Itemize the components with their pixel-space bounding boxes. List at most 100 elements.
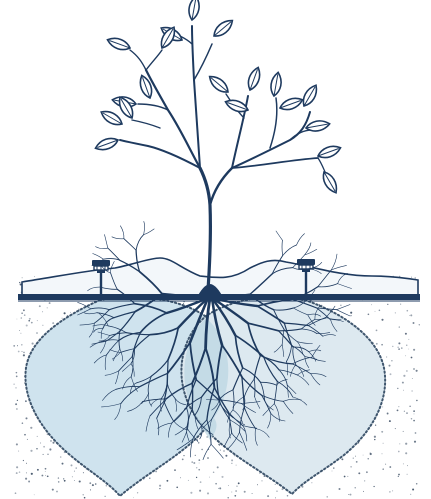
soil-dot	[21, 313, 22, 314]
soil-dot	[176, 486, 178, 488]
leaf-cluster	[94, 0, 342, 195]
soil-dot	[49, 448, 51, 450]
soil-dot	[397, 409, 399, 411]
soil-dot	[398, 406, 399, 407]
soil-dot	[370, 453, 372, 455]
soil-dot	[375, 425, 376, 426]
soil-dot	[25, 417, 27, 419]
leaf	[224, 97, 250, 114]
soil-dot	[31, 322, 33, 324]
soil-dot	[190, 492, 192, 494]
soil-dot	[392, 490, 393, 491]
soil-dot	[381, 319, 383, 321]
soil-dot	[42, 311, 43, 312]
soil-dot	[236, 465, 237, 466]
soil-dot	[410, 314, 412, 316]
soil-dot	[90, 489, 91, 490]
soil-dot	[340, 305, 341, 306]
soil-dot	[16, 443, 18, 445]
leaf	[206, 73, 231, 96]
leaf	[137, 74, 154, 100]
soil-dot	[311, 482, 312, 483]
soil-dot	[26, 472, 27, 473]
root-branch	[93, 254, 104, 260]
soil-dot	[43, 446, 45, 448]
soil-dot	[61, 318, 62, 319]
soil-dot	[404, 411, 405, 412]
soil-dot	[16, 319, 17, 320]
soil-dot	[389, 365, 391, 367]
soil-dot	[199, 490, 201, 492]
soil-dot	[387, 413, 389, 415]
root-branch	[337, 305, 351, 310]
soil-dot	[363, 455, 364, 456]
leaf	[300, 83, 320, 109]
soil-dot	[398, 451, 400, 453]
soil-dot	[21, 317, 23, 319]
leaf	[187, 0, 201, 21]
soil-dot	[234, 495, 236, 497]
soil-dot	[207, 436, 208, 437]
soil-dot	[41, 475, 43, 477]
root-branch	[282, 240, 283, 255]
soil-dot	[403, 463, 404, 464]
soil-dot	[20, 333, 21, 334]
soil-dot	[16, 472, 18, 474]
soil-dot	[217, 466, 219, 468]
soil-dot	[95, 483, 97, 485]
soil-dot	[406, 345, 407, 346]
soil-dot	[398, 347, 399, 348]
soil-dot	[411, 390, 412, 391]
root-branch	[112, 237, 124, 239]
soil-dot	[16, 408, 18, 410]
soil-dot	[24, 434, 26, 436]
soil-dot	[180, 477, 181, 478]
soil-dot	[105, 496, 106, 497]
soil-dot	[56, 491, 58, 493]
soil-dot	[22, 422, 24, 424]
soil-dot	[166, 480, 168, 482]
soil-dot	[390, 373, 392, 375]
soil-dot	[188, 480, 189, 481]
soil-dot	[37, 320, 38, 321]
soil-dot	[363, 491, 364, 492]
soil-dot	[366, 471, 368, 473]
soil-dot	[182, 459, 184, 461]
soil-dot	[70, 312, 71, 313]
soil-dot	[407, 474, 408, 475]
soil-dot	[223, 450, 224, 451]
soil-dot	[24, 314, 26, 316]
soil-dot	[397, 388, 398, 389]
soil-dot	[45, 475, 46, 476]
soil-dot	[381, 344, 383, 346]
soil-dot	[413, 420, 415, 422]
soil-dot	[395, 428, 396, 429]
leaf	[316, 143, 342, 160]
soil-dot	[196, 467, 197, 468]
soil-dot	[364, 480, 365, 481]
soil-dot	[83, 472, 84, 473]
soil-dot	[413, 322, 415, 324]
soil-dot	[350, 315, 351, 316]
soil-dot	[398, 474, 400, 476]
soil-dot	[198, 459, 200, 461]
tree	[120, 26, 326, 290]
soil-dot	[25, 400, 27, 402]
soil-dot	[22, 277, 23, 278]
root-branch	[124, 239, 136, 251]
soil-dot	[23, 354, 25, 356]
soil-dot	[174, 469, 176, 471]
soil-dot	[398, 342, 400, 344]
soil-dot	[30, 450, 32, 452]
soil-dot	[408, 339, 409, 340]
soil-dot	[376, 330, 378, 332]
soil-dot	[52, 322, 54, 324]
root-branch	[203, 444, 211, 459]
soil-dot	[355, 487, 356, 488]
soil-dot	[23, 309, 25, 311]
tree-trunk	[200, 168, 210, 290]
soil-dot	[410, 494, 411, 495]
soil-dot	[45, 468, 47, 470]
soil-dot	[403, 431, 404, 432]
